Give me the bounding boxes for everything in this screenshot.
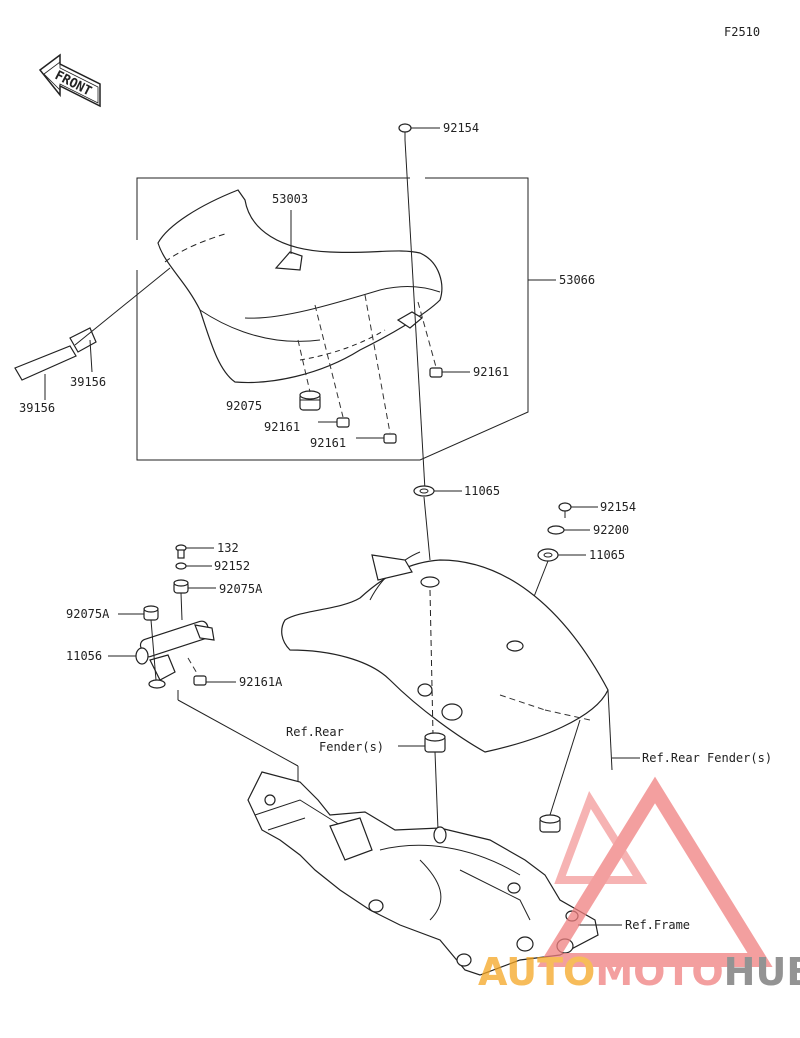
seat-hardware [297, 123, 443, 561]
label-11065-b: 11065 [589, 548, 625, 562]
label-92154-right: 92154 [600, 500, 636, 514]
strap-part [14, 267, 171, 400]
label-ref-rear-2: Fender(s) [319, 740, 384, 754]
label-92075A-a: 92075A [219, 582, 263, 596]
label-92154-top: 92154 [443, 121, 479, 135]
label-ref-rear-1: Ref.Rear [286, 725, 344, 739]
label-92075: 92075 [226, 399, 262, 413]
watermark-hub: HUB [724, 950, 800, 994]
label-ref-rear-right: Ref.Rear Fender(s) [642, 751, 772, 765]
label-53066: 53066 [559, 273, 595, 287]
seat-part [157, 189, 443, 384]
label-39156-b: 39156 [19, 401, 55, 415]
watermark-moto: MOTO [595, 950, 723, 994]
svg-text:AUTOMOTOHUB: AUTOMOTOHUB [478, 950, 800, 994]
bracket-part [135, 544, 299, 800]
diagram-code: F2510 [724, 25, 760, 39]
label-53003: 53003 [272, 192, 308, 206]
bolt-92154-top [398, 123, 440, 491]
leader-lines [108, 279, 598, 683]
watermark-logo: AUTOMOTOHUB [478, 776, 800, 994]
label-92152: 92152 [214, 559, 250, 573]
label-92075A-b: 92075A [66, 607, 110, 621]
front-arrow-icon: FRONT [38, 53, 101, 108]
watermark-auto: AUTO [478, 950, 595, 994]
label-92161-b: 92161 [264, 420, 300, 434]
label-ref-frame: Ref.Frame [625, 918, 690, 932]
label-92200: 92200 [593, 523, 629, 537]
label-11065-a: 11065 [464, 484, 500, 498]
label-92161A: 92161A [239, 675, 283, 689]
label-132: 132 [217, 541, 239, 555]
rear-fender-part [281, 551, 640, 833]
label-11056: 11056 [66, 649, 102, 663]
seat-assembly-box [136, 177, 529, 461]
label-92161-c: 92161 [310, 436, 346, 450]
label-39156-a: 39156 [70, 375, 106, 389]
label-92161-a: 92161 [473, 365, 509, 379]
